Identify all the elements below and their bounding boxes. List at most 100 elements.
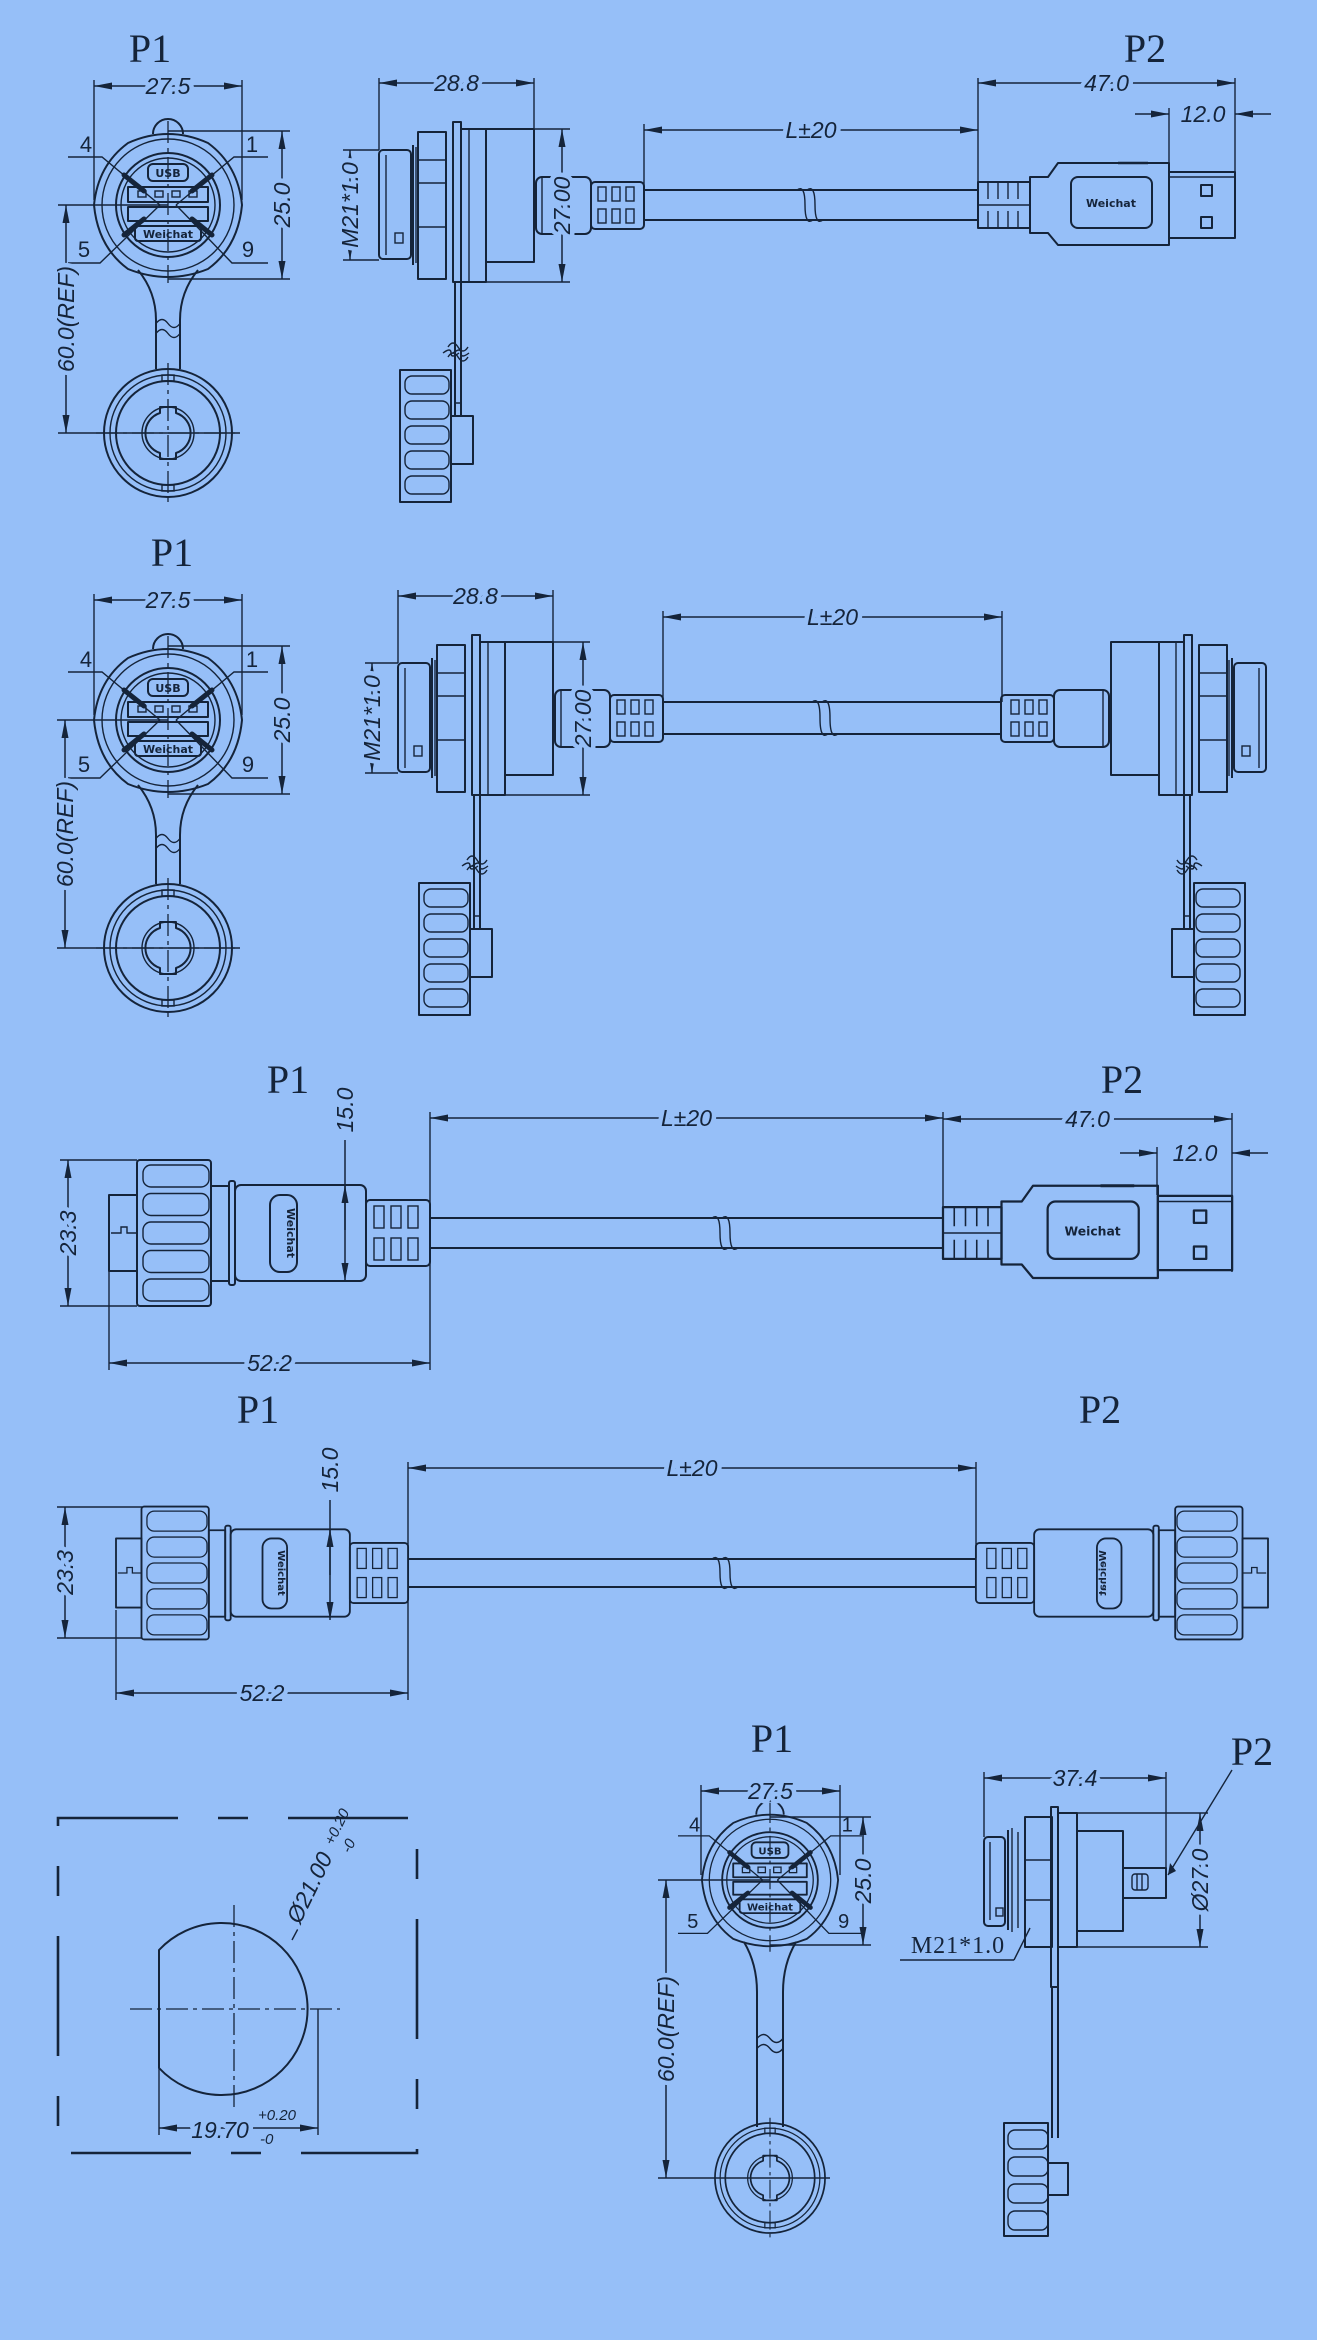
drawing-stroke <box>291 1924 301 1941</box>
break-mark <box>447 342 469 352</box>
break-mark <box>466 865 488 875</box>
drawing-stroke <box>137 269 157 369</box>
drawing-stroke <box>1200 216 1213 229</box>
drawing-stroke <box>387 1576 398 1599</box>
cable <box>430 1215 943 1251</box>
drawing-stroke <box>1033 1528 1155 1618</box>
drawing-stroke <box>436 644 466 793</box>
drawing-stroke <box>611 186 621 202</box>
break-mark <box>471 862 489 870</box>
drawing-stroke <box>1195 988 1241 1008</box>
cable-length-dim-label: L±20 <box>807 604 858 630</box>
view-label-p1: P1 <box>751 1716 793 1761</box>
break-mark <box>452 349 470 357</box>
drawing-stroke <box>983 1836 1006 1927</box>
dust-cap-front-view <box>96 363 240 505</box>
side-depth-dim-label: 28.8 <box>433 70 479 96</box>
drawing-stroke <box>423 988 469 1008</box>
drawing-stroke <box>423 963 469 983</box>
drawing-stroke <box>189 216 215 238</box>
drawing-stroke <box>1171 928 1195 978</box>
drawing-stroke <box>146 1510 208 1532</box>
body-diameter-dim-label: 27.00 <box>570 690 596 749</box>
drawing-stroke <box>234 1184 367 1282</box>
pin-number-bottom_right: 9 <box>242 237 254 262</box>
drawing-stroke <box>1183 634 1193 796</box>
d-hole-outline <box>158 1922 309 2096</box>
drawing-stroke <box>597 208 607 224</box>
drawing-stroke <box>171 190 181 198</box>
drawing-stroke <box>450 415 474 465</box>
drawing-stroke <box>146 1588 208 1610</box>
drawing-stroke <box>1076 1830 1124 1932</box>
drawing-stroke <box>142 1249 210 1274</box>
front-width-dim-label: 27.5 <box>145 587 191 613</box>
drawing-stroke <box>1195 963 1241 983</box>
usb-tip-dim-label: 12.0 <box>1173 1140 1218 1166</box>
logo-mark: Weichat <box>1065 1224 1121 1238</box>
pin-number-top_right: 1 <box>246 647 258 672</box>
drawing-stroke <box>171 705 181 713</box>
pin-number-top_right: 1 <box>842 1814 853 1836</box>
drawing-stroke <box>154 705 164 713</box>
drawing-stroke <box>397 662 431 773</box>
cable-length-dim-label: L±20 <box>786 117 837 143</box>
cap-distance-dim: 60.0(REF) <box>48 720 83 948</box>
drawing-stroke <box>1176 1588 1238 1610</box>
body-diameter-dim: 27.00 <box>545 129 580 282</box>
plug-body <box>1029 162 1170 246</box>
cutout-flat-dim-label: 19.70 <box>191 2117 249 2143</box>
cable <box>663 700 1002 736</box>
front-width-dim: 27.5 <box>94 69 242 104</box>
cap-tether <box>137 784 199 884</box>
side-depth-dim-label: 28.8 <box>452 583 498 609</box>
drawing-stroke <box>111 1226 137 1234</box>
drawing-stroke <box>1010 699 1020 715</box>
thread-dim-label: M21*1.0 <box>359 675 385 761</box>
drawing-stroke <box>625 186 635 202</box>
break-mark <box>711 1556 729 1590</box>
thread-callout: M21*1.0 <box>911 1933 1005 1959</box>
front-height-dim-label: 25.0 <box>269 182 295 228</box>
drawing-stroke <box>1000 694 1055 743</box>
break-mark <box>811 700 829 736</box>
cap-tether <box>137 269 199 369</box>
pin-number-top_right: 1 <box>246 132 258 157</box>
pin-leader <box>175 719 268 779</box>
drawing-stroke <box>611 208 621 224</box>
pin-number-top_left: 4 <box>80 647 92 672</box>
usb-tip-dim-label: 12.0 <box>1181 101 1226 127</box>
drawing-stroke <box>1046 1200 1140 1260</box>
diameter-tol-lower: -0 <box>338 1836 359 1856</box>
drawing-stroke <box>365 1199 431 1267</box>
drawing-stroke <box>1007 2210 1049 2231</box>
drawing-stroke <box>387 1547 398 1570</box>
keyed-insert <box>749 2154 791 2202</box>
pin-number-bottom_left: 5 <box>78 237 90 262</box>
break-mark <box>447 352 469 362</box>
side-depth-dim: 28.8 <box>398 579 553 614</box>
drawing-stroke <box>1038 699 1048 715</box>
pin-number-top_left: 4 <box>689 1814 700 1836</box>
break-mark <box>721 1556 739 1590</box>
cable-length-dim: L±20 <box>408 1451 976 1486</box>
drawing-stroke <box>616 721 626 737</box>
drawing-stroke <box>179 784 199 884</box>
latch-tab <box>755 1800 785 1815</box>
drawing-stroke <box>1007 2129 1049 2150</box>
drawing-stroke <box>417 131 447 280</box>
drawing-stroke <box>356 1547 367 1570</box>
drawing-stroke <box>1193 882 1246 1016</box>
pin-leader <box>68 719 161 779</box>
front-height-dim: 25.0 <box>265 646 300 794</box>
drawing-stroke <box>644 721 654 737</box>
drawing-stroke <box>1176 1614 1238 1636</box>
drawing-stroke <box>1192 1245 1208 1260</box>
drawing-stroke <box>1192 1209 1208 1224</box>
break-mark <box>155 328 181 339</box>
drawing-stroke <box>390 1205 402 1229</box>
drawing-stroke <box>423 938 469 958</box>
